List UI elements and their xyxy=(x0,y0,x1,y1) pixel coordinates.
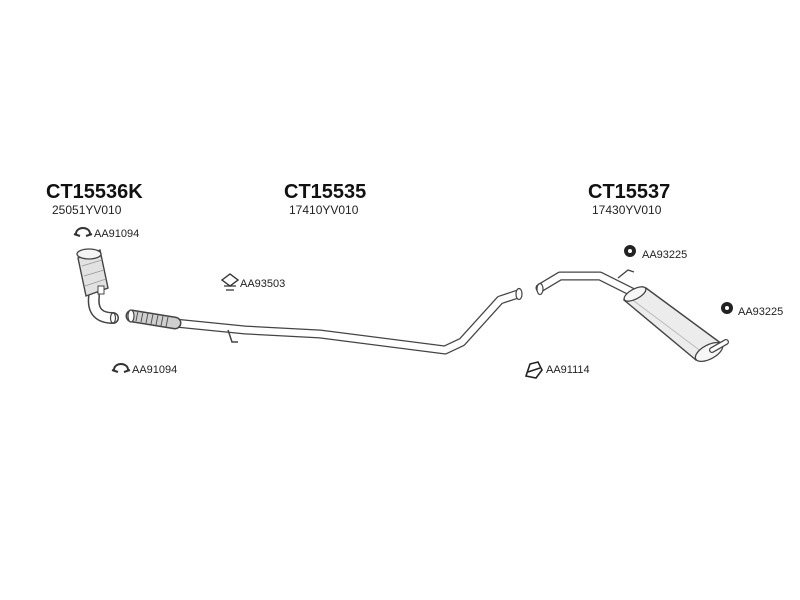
accessory-label-hanger: AA91114 xyxy=(546,364,590,376)
clamp-icon[interactable] xyxy=(73,227,93,237)
accessory-label-clamp: AA91094 xyxy=(132,364,178,376)
rear-silencer[interactable] xyxy=(535,269,729,365)
rubber-mount-icon[interactable] xyxy=(624,245,636,257)
rubber-mount-icon[interactable] xyxy=(721,302,733,314)
oem-code-converter: 25051YV010 xyxy=(52,203,122,217)
oem-code-front-pipe: 17410YV010 xyxy=(289,203,359,217)
oem-code-rear-silencer: 17430YV010 xyxy=(592,203,662,217)
accessory-label-rubber-mount: AA93225 xyxy=(738,306,784,318)
front-pipe[interactable] xyxy=(125,287,523,355)
part-code-front-pipe: CT15535 xyxy=(284,181,367,203)
accessory-label-bracket: AA93503 xyxy=(240,278,286,290)
accessory-label-rubber-mount: AA93225 xyxy=(642,249,688,261)
hanger-icon[interactable] xyxy=(524,361,543,379)
accessory-label-clamp: AA91094 xyxy=(94,228,140,240)
mounting-bracket-icon[interactable] xyxy=(220,273,240,291)
clamp-icon[interactable] xyxy=(111,363,131,373)
part-code-converter: CT15536K xyxy=(46,181,143,203)
part-code-rear-silencer: CT15537 xyxy=(588,181,671,203)
catalytic-converter[interactable] xyxy=(76,248,119,324)
